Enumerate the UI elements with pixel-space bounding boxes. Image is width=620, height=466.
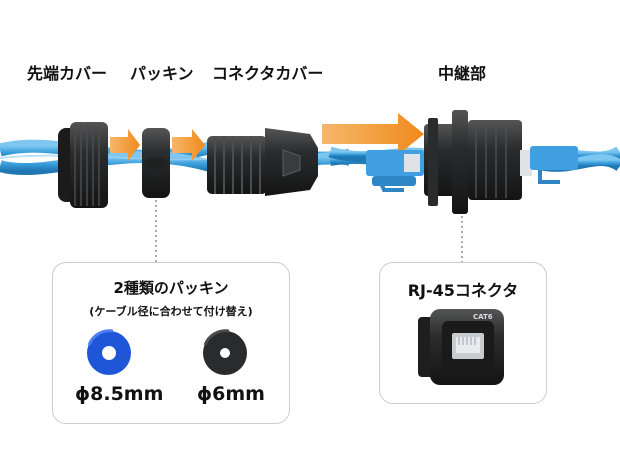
packing-rings	[87, 329, 247, 375]
label-relay: 中継部	[438, 64, 487, 83]
end-cover-part	[58, 122, 108, 208]
connector-cover-part	[207, 128, 318, 196]
rj45-panel-title: RJ-45コネクタ	[407, 281, 519, 300]
cat6-marking: CAT6	[473, 313, 493, 321]
label-packing: パッキン	[130, 64, 194, 83]
packing-part	[142, 128, 170, 198]
black-packing-ring	[203, 329, 247, 375]
rj45-connector-panel: RJ-45コネクタ CAT6	[379, 262, 547, 404]
rj45-jack-illustration	[418, 309, 504, 385]
label-end-cover: 先端カバー	[27, 64, 108, 83]
black-packing-size: ϕ6mm	[197, 383, 265, 405]
relay-part	[366, 110, 578, 214]
packing-panel-subtitle: (ケーブル径に合わせて付け替え)	[89, 305, 253, 318]
packing-panel-title: 2種類のパッキン	[113, 279, 229, 297]
arrow-3	[322, 113, 424, 155]
arrow-2	[172, 129, 205, 161]
label-connector-cover: コネクタカバー	[212, 64, 324, 83]
arrow-1	[110, 129, 140, 161]
blue-packing-ring	[87, 329, 131, 375]
packing-types-panel: 2種類のパッキン (ケーブル径に合わせて付け替え) ϕ8.5mm ϕ6mm	[52, 262, 290, 424]
blue-packing-size: ϕ8.5mm	[75, 383, 164, 405]
